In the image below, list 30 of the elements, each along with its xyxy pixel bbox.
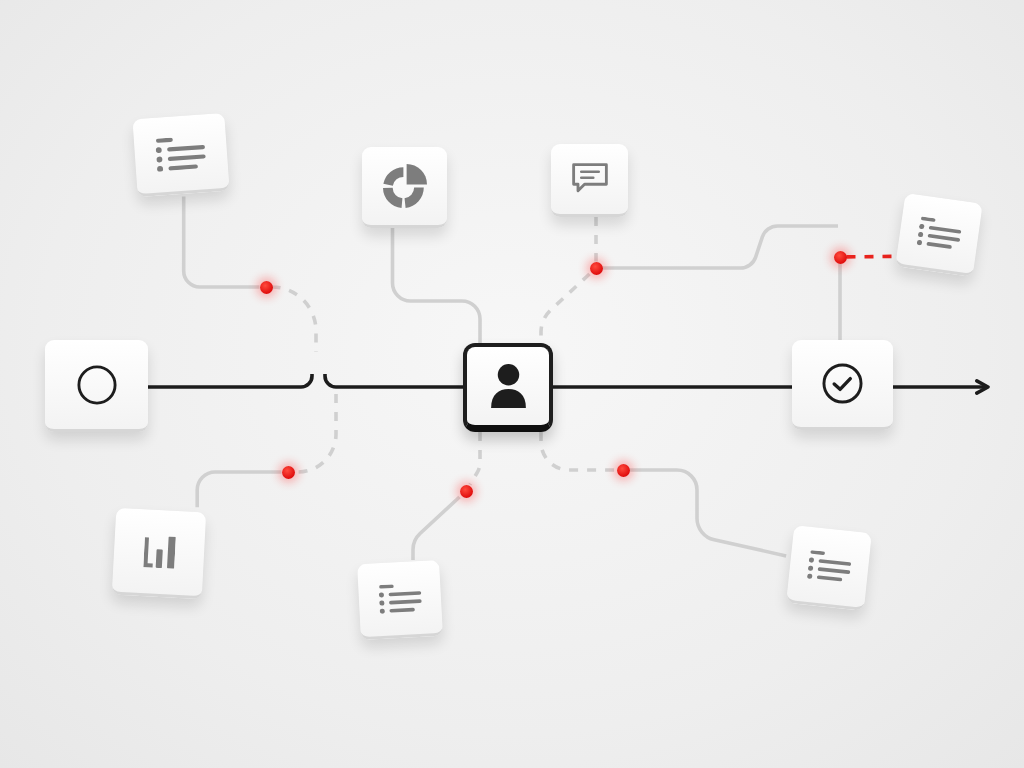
dashed-connector	[270, 285, 318, 352]
dashed-connector	[594, 217, 598, 262]
dashed-connector	[468, 432, 482, 486]
connector-line	[390, 228, 482, 343]
junction-dot	[616, 463, 630, 477]
connector-line	[553, 385, 792, 389]
connector-line	[629, 468, 787, 558]
icon-tile	[786, 525, 872, 611]
connector-line	[602, 224, 838, 270]
icon-tile	[463, 343, 553, 432]
junction-dot	[259, 280, 273, 294]
icon-tile	[132, 112, 230, 197]
icon-tile	[362, 147, 447, 228]
arrow	[893, 379, 990, 395]
junction-dot	[833, 250, 847, 264]
icon-tile	[551, 144, 628, 217]
icon-tile	[111, 507, 207, 599]
connector-line	[411, 495, 461, 560]
connector-line	[323, 373, 463, 389]
junction-dot	[281, 465, 295, 479]
junction-dot	[459, 484, 473, 498]
connector-line	[148, 373, 314, 389]
junction-dot	[589, 261, 603, 275]
icon-tile	[357, 559, 443, 641]
connector-line	[838, 263, 842, 340]
icon-tile	[45, 340, 148, 432]
connector-line	[181, 196, 260, 289]
dashed-connector	[539, 432, 617, 472]
icon-tile	[792, 340, 893, 430]
connector-line	[195, 470, 282, 508]
